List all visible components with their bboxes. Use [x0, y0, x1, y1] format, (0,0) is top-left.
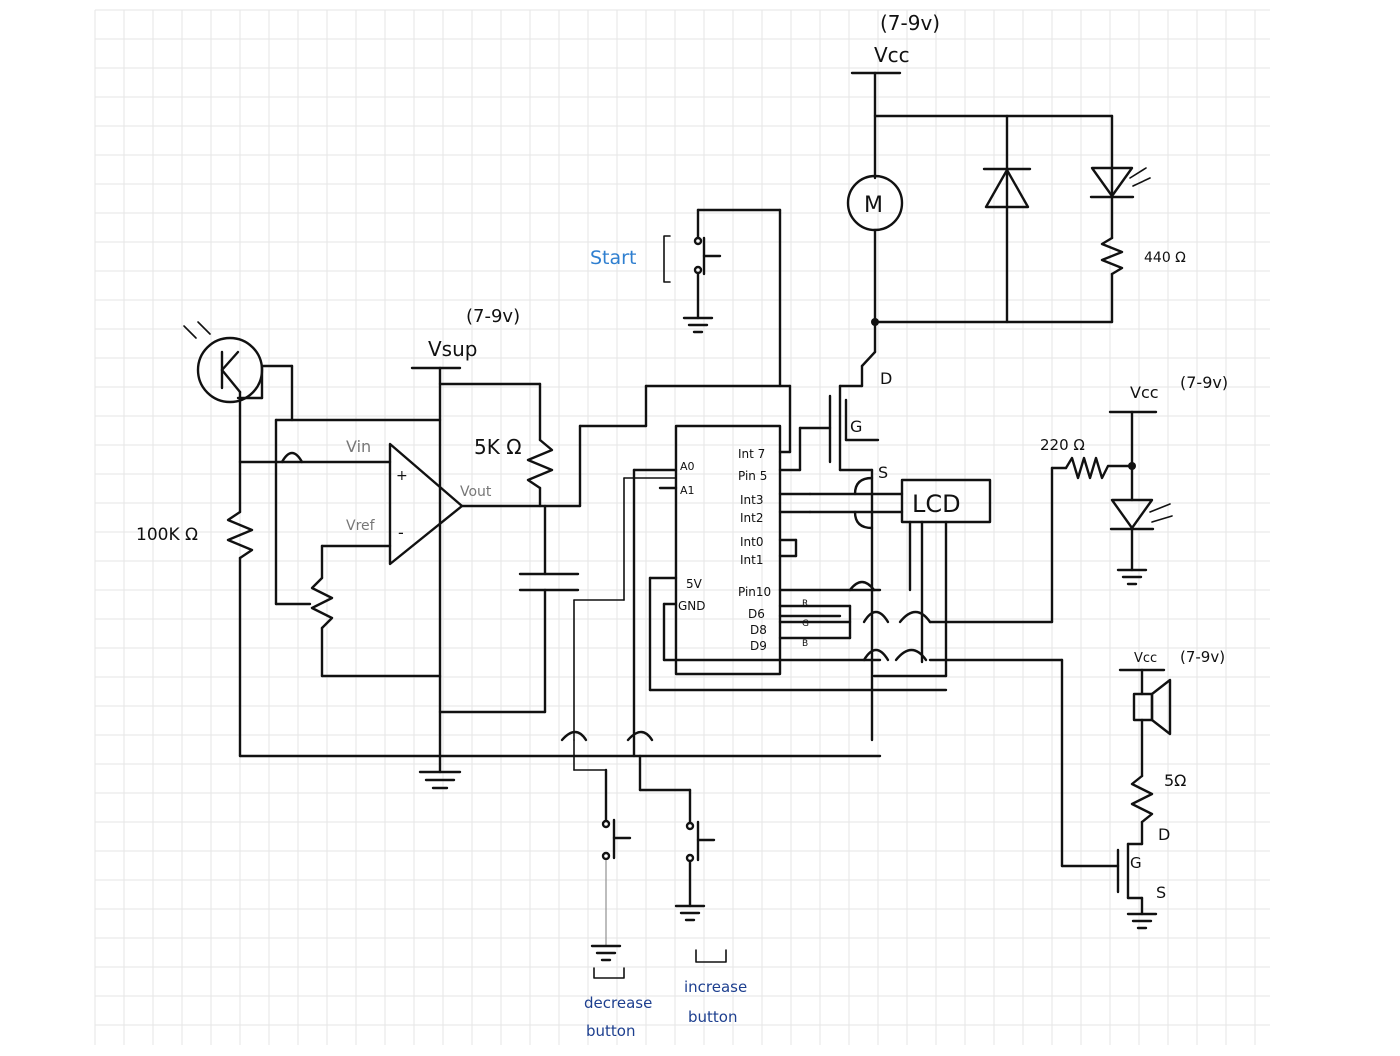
vref-label: Vref [346, 518, 376, 534]
wire-crossings [280, 451, 932, 742]
grid-background [94, 9, 1270, 1045]
decrease-bracket [593, 967, 625, 979]
pin-int7: Int 7 [738, 447, 765, 461]
pin-5: Pin 5 [738, 469, 767, 483]
r-220-label: 220 Ω [1040, 436, 1085, 454]
decrease-button-symbol [573, 739, 632, 979]
pin-d6: D6 [748, 607, 765, 621]
vsup-label: Vsup [428, 337, 477, 361]
phototransistor-symbol [196, 336, 264, 404]
opamp-plus-label: + [396, 468, 408, 484]
resistor-5k-symbol [526, 438, 554, 490]
vout-label: Vout [460, 484, 492, 500]
pin-a1: A1 [680, 484, 695, 497]
status-led-branch [928, 410, 1173, 624]
start-label: Start [590, 247, 636, 269]
motor-label: M [864, 193, 883, 218]
labels-layer: (7-9v) Vcc M 440 Ω Start (7-9v) Vsup Vin… [136, 11, 1228, 1040]
pin-d8: D8 [750, 623, 767, 637]
vcc-speaker-label: Vcc [1134, 651, 1157, 666]
vcc-led-range-label: (7-9v) [1180, 373, 1228, 392]
pin-gnd: GND [678, 599, 706, 613]
r-440-label: 440 Ω [1144, 250, 1186, 266]
op-amp-symbol [388, 442, 464, 566]
rgb-r-label: R [802, 599, 808, 609]
resistor-5-symbol [1130, 774, 1154, 824]
rgb-b-label: B [802, 639, 808, 649]
pin-int3: Int3 [740, 493, 763, 507]
pin-int2: Int2 [740, 511, 763, 525]
vcc-motor-label: Vcc [874, 43, 910, 67]
increase-label-line2: button [688, 1008, 737, 1026]
indicator-led-symbol [1090, 166, 1134, 198]
light-sensor-stage [183, 321, 882, 790]
r-5k-label: 5K Ω [474, 435, 521, 459]
microcontroller-block [573, 384, 948, 758]
decrease-label-line1: decrease [584, 994, 652, 1012]
mosfet2-drain-label: D [1158, 825, 1170, 844]
speaker-symbol [1132, 692, 1154, 722]
start-button-symbol [663, 208, 782, 388]
vin-label: Vin [346, 437, 371, 456]
vcc-led-label: Vcc [1130, 383, 1159, 402]
increase-button-symbol [638, 754, 727, 963]
vcc-motor-range-label: (7-9v) [880, 11, 940, 35]
opamp-minus-label: - [398, 523, 404, 542]
pin-a0: A0 [680, 460, 695, 473]
pin-int0: Int0 [740, 535, 763, 549]
resistor-440-symbol [1100, 236, 1124, 276]
pin-d9: D9 [750, 639, 767, 653]
speaker-branch [928, 658, 1172, 930]
mosfet2-source-label: S [1156, 883, 1166, 902]
vcc-speaker-range-label: (7-9v) [1180, 648, 1225, 666]
mosfet2-gate-label: G [1130, 854, 1142, 872]
mosfet-drain-label: D [880, 369, 892, 388]
increase-label-line1: increase [684, 978, 747, 996]
flyback-diode-symbol [984, 168, 1030, 209]
mosfet-motor-symbol [798, 384, 880, 742]
pin-5v: 5V [686, 577, 703, 591]
mosfet-source-label: S [878, 463, 888, 482]
vsup-range-label: (7-9v) [466, 306, 520, 327]
lcd-module [808, 478, 992, 678]
pin-int1: Int1 [740, 553, 763, 567]
resistor-100k-symbol [226, 510, 254, 560]
mcu-pin-labels: A0 A1 Int 7 Pin 5 Int3 Int2 Int0 Int1 5V… [678, 447, 809, 653]
mosfet-gate-label: G [850, 417, 862, 436]
potentiometer-symbol [310, 576, 334, 630]
r-100k-label: 100K Ω [136, 525, 198, 545]
decrease-label-line2: button [586, 1022, 635, 1040]
lcd-label: LCD [912, 490, 961, 518]
rgb-g-label: G [802, 619, 809, 629]
r-5-label: 5Ω [1164, 771, 1186, 790]
resistor-220-symbol [1064, 456, 1134, 480]
pin-10: Pin10 [738, 585, 771, 599]
increase-bracket [695, 949, 727, 963]
motor-supply-branch [838, 71, 1151, 388]
status-led-symbol [1110, 498, 1154, 530]
